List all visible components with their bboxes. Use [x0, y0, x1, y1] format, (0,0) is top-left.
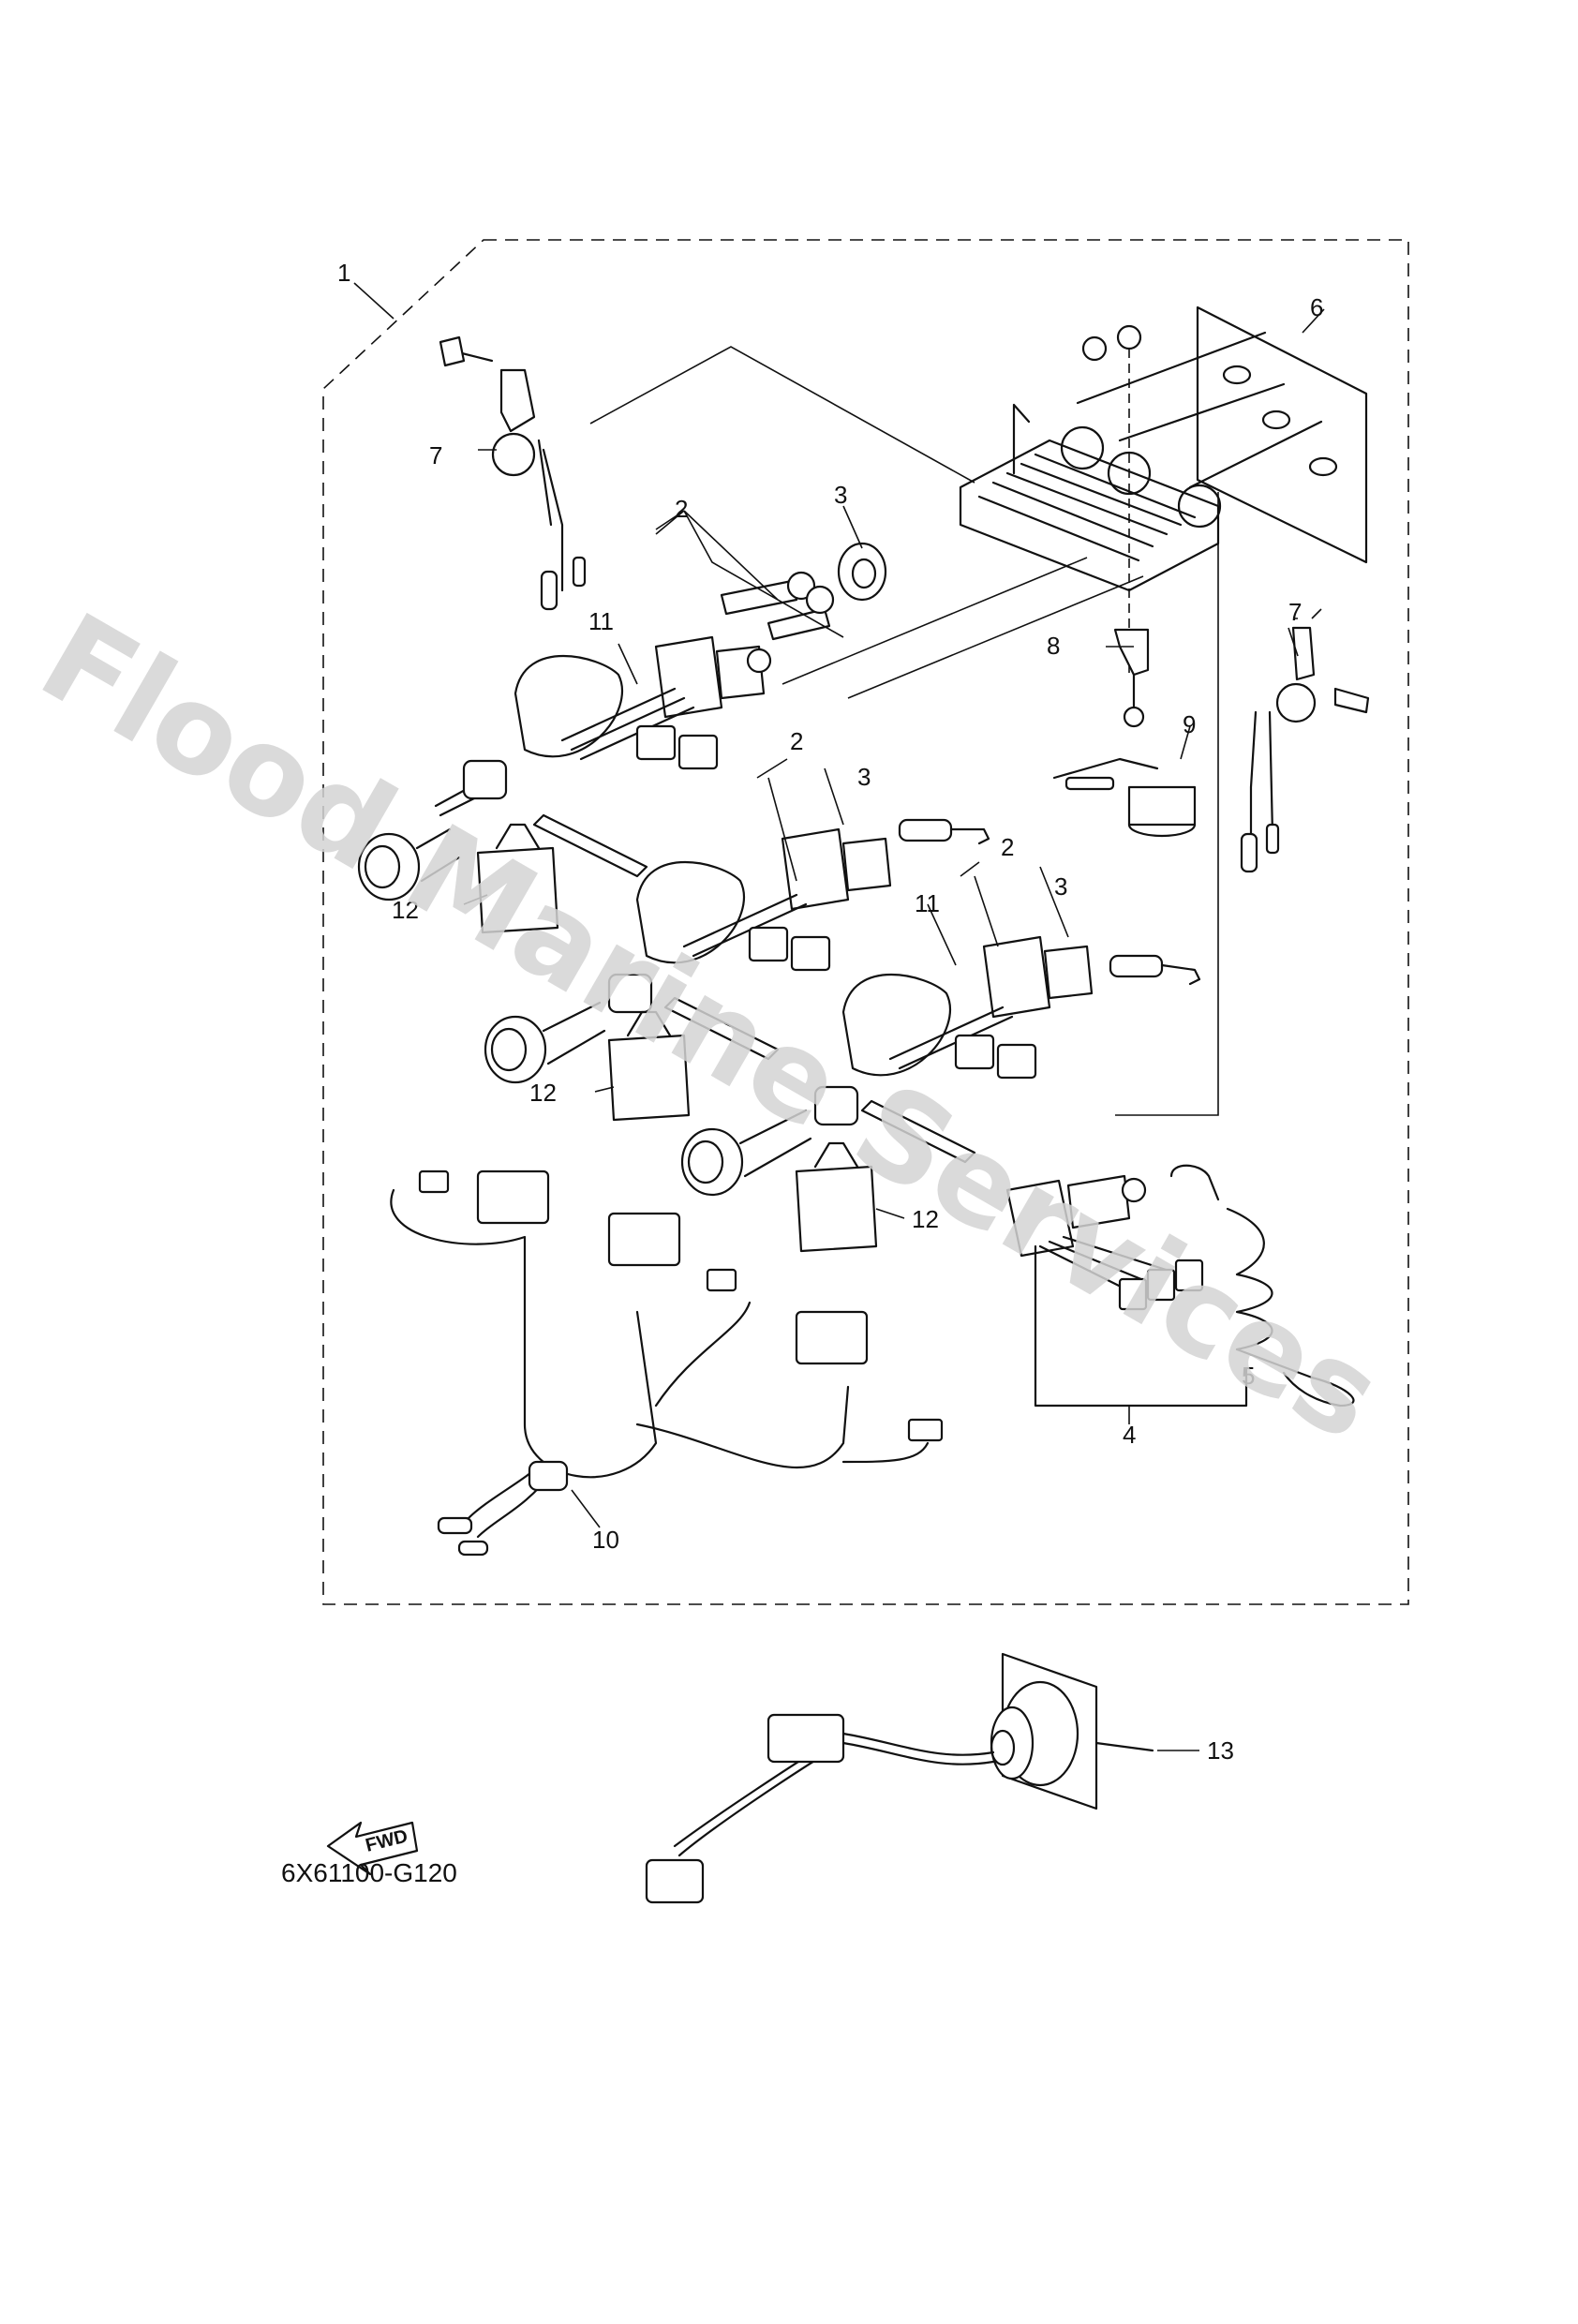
- callout-10: 10: [592, 1526, 619, 1554]
- stop-switch-part-7-left: [439, 335, 587, 611]
- cable-ties: [532, 813, 976, 1164]
- callout-2-lower: 2: [1001, 833, 1014, 861]
- callout-leaders: [353, 282, 1325, 1751]
- callout-5: 5: [1242, 1362, 1255, 1390]
- stop-switch-part-7-right: [1240, 626, 1370, 873]
- assembly-boundary: [322, 239, 1409, 1605]
- buzzer-part-9: [1052, 757, 1197, 838]
- leader-lines-upper: [589, 346, 1219, 1116]
- relay-part-12-c: [795, 1141, 878, 1253]
- callout-11-upper: 11: [588, 607, 614, 635]
- relay-part-12-b: [607, 1010, 691, 1122]
- sub-harness-part-10: [390, 1169, 944, 1557]
- callout-3-lower: 3: [1054, 872, 1067, 901]
- callout-7-right: 7: [1288, 598, 1302, 626]
- watermark-text: Flood Marine Services: [19, 586, 1405, 1468]
- callout-11-lower: 11: [915, 889, 940, 917]
- callout-13: 13: [1207, 1736, 1234, 1765]
- callout-2-upper: 2: [675, 495, 688, 523]
- fwd-direction-arrow-icon: FWD: [326, 1821, 419, 1876]
- callout-12-a: 12: [392, 896, 419, 924]
- callout-1: 1: [337, 259, 350, 287]
- callout-12-b: 12: [529, 1079, 557, 1107]
- bracket-part-8: [1113, 628, 1150, 728]
- main-switch-assembly-1: [357, 635, 772, 901]
- main-switch-assembly-3: [680, 935, 1201, 1197]
- key-cap-part-3-upper: [837, 542, 887, 602]
- callout-9: 9: [1183, 710, 1196, 738]
- callout-8: 8: [1047, 632, 1060, 660]
- callout-3-upper: 3: [834, 481, 847, 509]
- callout-4: 4: [1123, 1421, 1136, 1449]
- relay-part-12-a: [476, 823, 559, 934]
- callout-2-middle: 2: [790, 727, 803, 755]
- stop-switch-part-4: [1005, 1174, 1248, 1408]
- callout-3-middle: 3: [857, 763, 871, 791]
- lanyard-part-5: [1169, 1164, 1355, 1408]
- keys-part-2-upper: [720, 571, 835, 641]
- drawing-code: 6X61100-G120: [281, 1858, 457, 1887]
- switch-housing: [959, 324, 1323, 675]
- callout-7-left: 7: [429, 441, 442, 469]
- callout-12-c: 12: [912, 1205, 939, 1233]
- callout-labels: 1 2 3 6 7 7 11 8 9 2 3 12 2 3 11 12 12 5…: [337, 259, 1323, 1765]
- gauge-harness-part-13: [645, 1652, 1154, 1904]
- main-switch-assembly-2: [484, 818, 990, 1084]
- callout-6: 6: [1310, 293, 1323, 321]
- panel-plate-part-6: [1196, 305, 1368, 564]
